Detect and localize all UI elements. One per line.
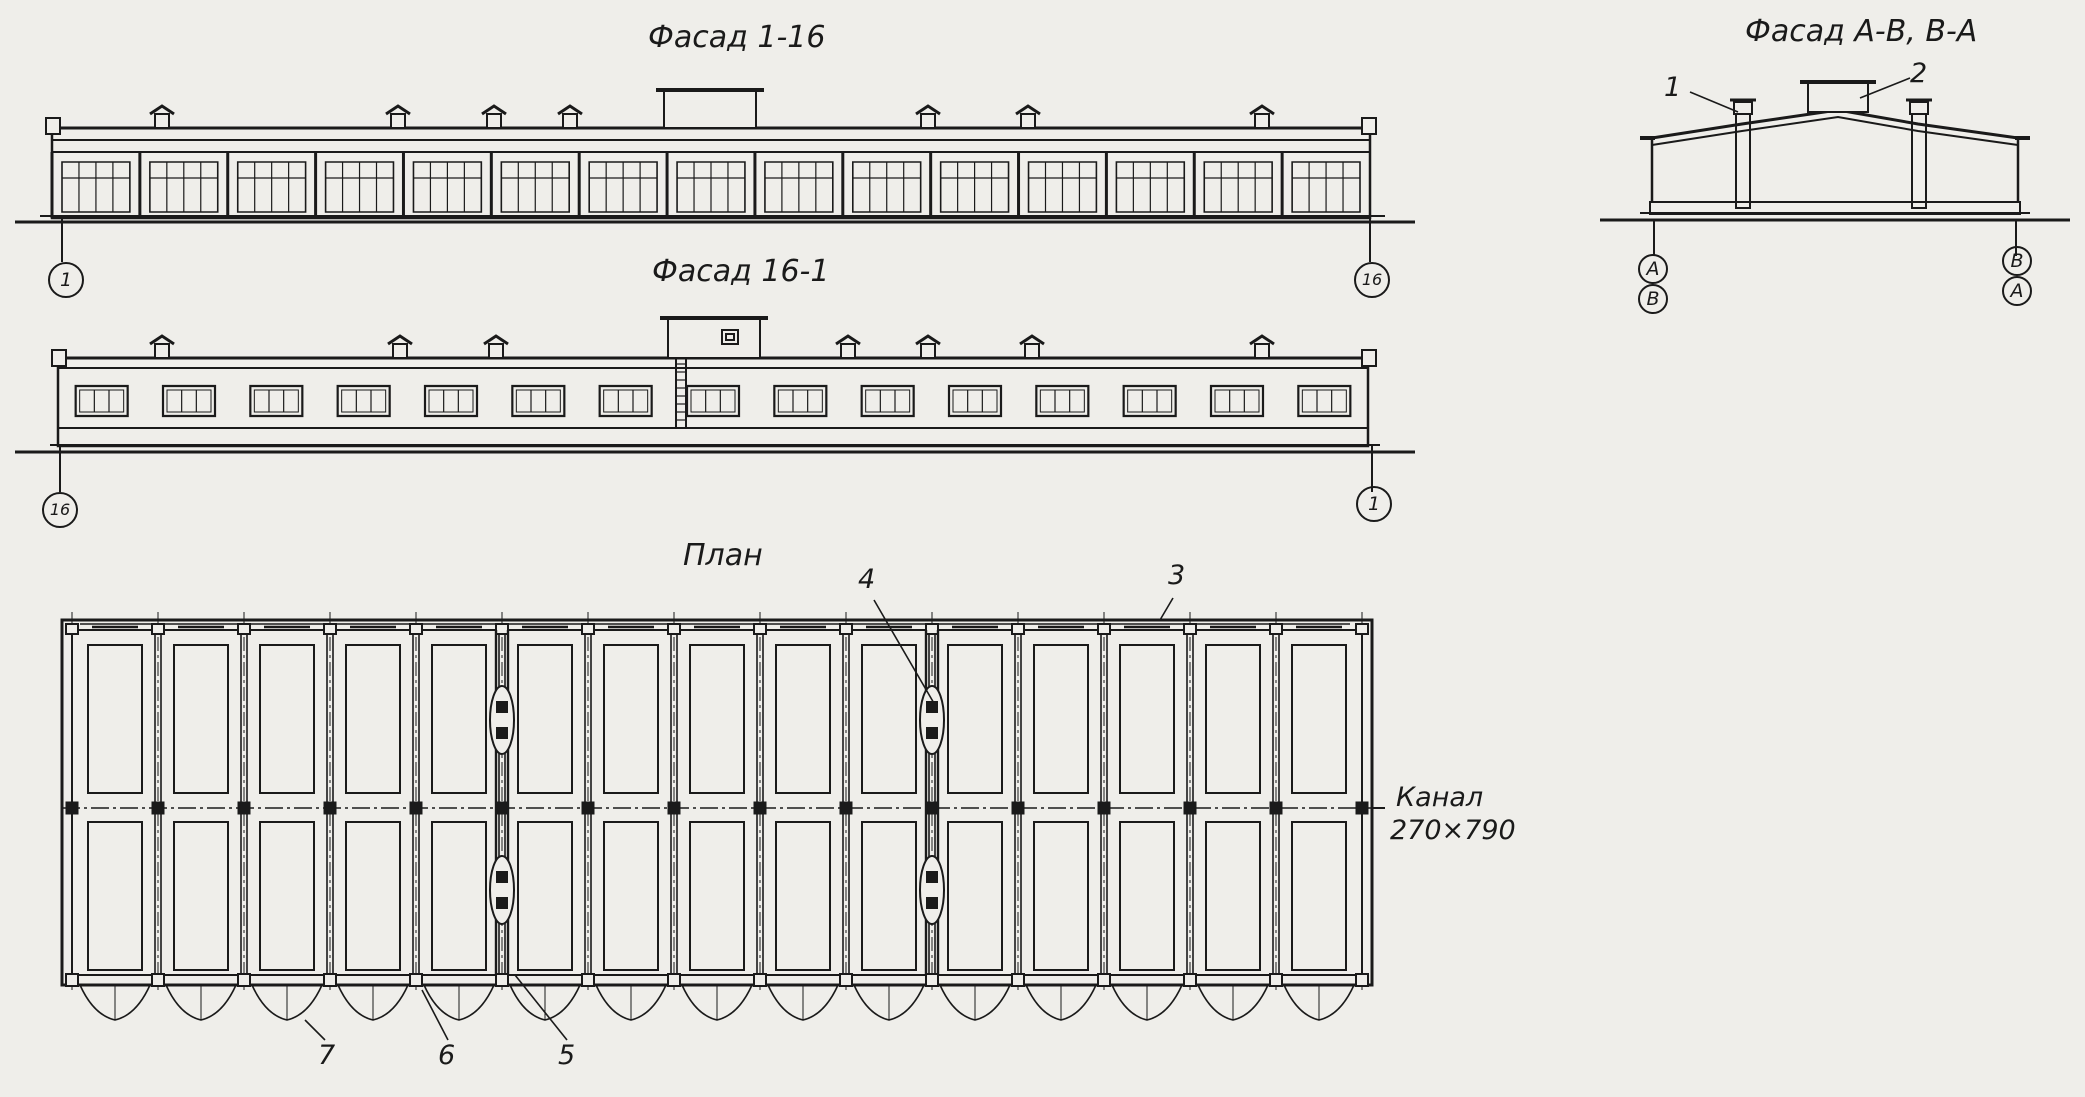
callout-4: 4 <box>858 564 876 595</box>
axis-bubble: 16 <box>42 492 78 528</box>
channel-size: 270×790 <box>1390 815 1516 846</box>
callout-5: 5 <box>558 1040 576 1071</box>
callout-7: 7 <box>318 1040 336 1071</box>
axis-bubble: В <box>2002 246 2032 276</box>
facade-side-drawing <box>1600 78 2070 256</box>
facade-side-title: Фасад А-В, В-А <box>1745 14 1978 49</box>
axis-bubble: 16 <box>1354 262 1390 298</box>
plan-drawing <box>62 598 1385 1040</box>
callout-3: 3 <box>1168 560 1186 591</box>
plan-title: План <box>683 538 763 573</box>
facade-1-16-title: Фасад 1-16 <box>648 20 826 55</box>
callout-2: 2 <box>1910 58 1928 89</box>
axis-bubble: А <box>2002 276 2032 306</box>
callout-6: 6 <box>438 1040 456 1071</box>
axis-bubble: 1 <box>48 262 84 298</box>
axis-bubble: А <box>1638 254 1668 284</box>
channel-label: Канал <box>1396 782 1484 813</box>
axis-bubble: В <box>1638 284 1668 314</box>
axis-bubble: 1 <box>1356 486 1392 522</box>
facade-1-16-drawing <box>15 90 1415 262</box>
facade-16-1-drawing <box>15 318 1415 492</box>
facade-16-1-title: Фасад 16-1 <box>652 254 830 289</box>
callout-1: 1 <box>1664 72 1682 103</box>
